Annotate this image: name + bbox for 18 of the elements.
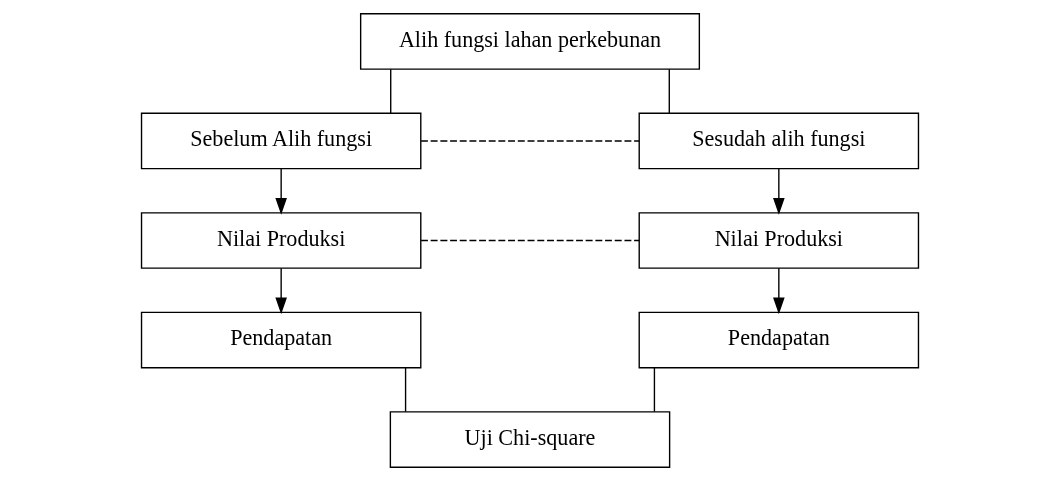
connector <box>653 367 656 413</box>
connector <box>420 239 640 242</box>
node-box: Sesudah alih fungsi <box>638 112 920 170</box>
arrow <box>773 267 785 315</box>
connector <box>390 68 392 114</box>
node-box: Alih fungsi lahan perkebunan <box>359 13 701 70</box>
node-box: Pendapatan <box>638 311 920 369</box>
connector <box>668 68 670 114</box>
connector <box>404 367 407 413</box>
node-box: Nilai Produksi <box>140 212 422 269</box>
arrow <box>275 168 287 215</box>
node-box: Uji Chi-square <box>389 411 671 468</box>
node-box: Sebelum Alih fungsi <box>140 112 422 170</box>
connector <box>420 140 640 142</box>
node-box: Nilai Produksi <box>638 212 920 269</box>
arrow <box>275 267 287 315</box>
node-box: Pendapatan <box>140 311 422 369</box>
arrow <box>773 168 785 215</box>
